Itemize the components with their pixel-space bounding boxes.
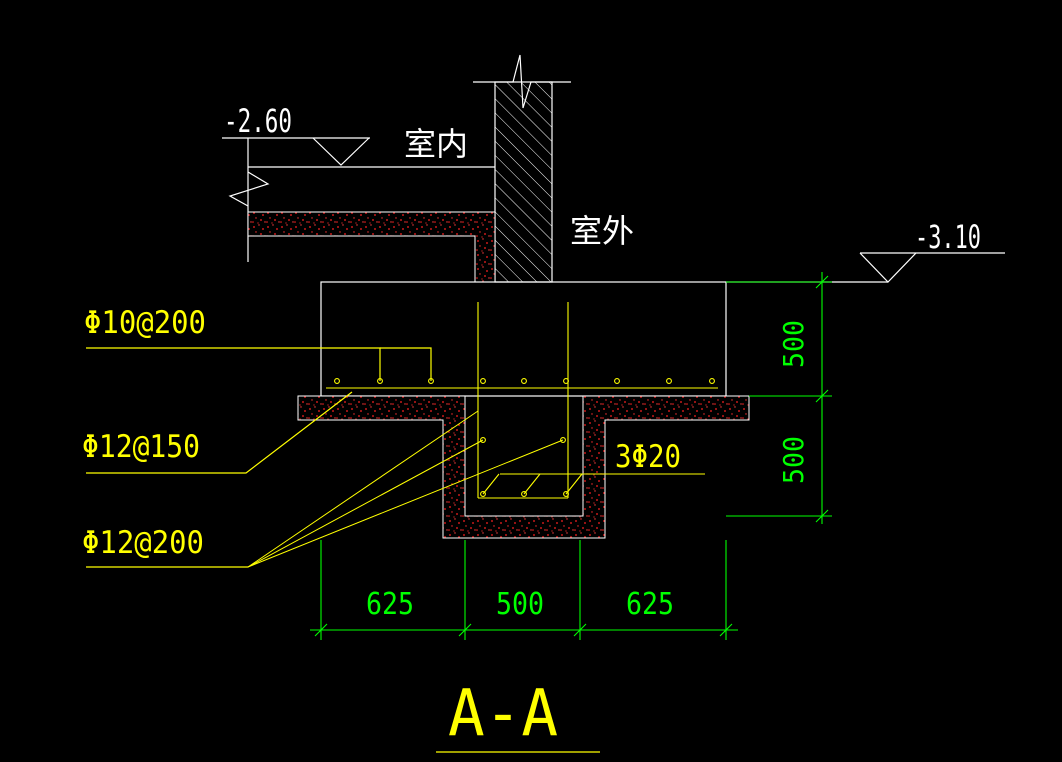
callout-bottom-mesh: Φ12@150 (82, 391, 353, 474)
section-title-group: A-A (436, 677, 600, 753)
outdoor-label: 室外 (570, 212, 634, 250)
vertical-dimensions (726, 272, 832, 524)
dim-width-left: 625 (366, 587, 414, 622)
wall-break-line (473, 54, 571, 109)
callout-phi12-150: Φ12@150 (82, 429, 200, 465)
callout-3phi20: 3Φ20 (615, 439, 681, 475)
callout-top-distribution: Φ10@200 (84, 305, 432, 381)
outdoor-level-marker: -3.10 (726, 218, 1005, 283)
rebar (326, 302, 718, 499)
indoor-label: 室内 (404, 125, 468, 163)
floor-break-line (228, 171, 270, 207)
indoor-level-marker: -2.60 室内 (222, 102, 468, 166)
wall (473, 54, 571, 283)
callout-phi12-200: Φ12@200 (82, 525, 204, 561)
floor-slab-concrete (247, 211, 496, 283)
dim-height-lower: 500 (777, 436, 810, 484)
callout-phi10-200: Φ10@200 (84, 305, 206, 341)
callout-longitudinal: 3Φ20 (500, 439, 705, 475)
dim-width-center: 500 (496, 587, 544, 622)
dim-width-right: 625 (626, 587, 674, 622)
outdoor-elevation-text: -3.10 (915, 218, 981, 256)
dim-height-upper: 500 (777, 320, 810, 368)
section-title: A-A (448, 677, 558, 751)
indoor-elevation-text: -2.60 (224, 102, 292, 140)
bedding-concrete (297, 395, 750, 539)
horizontal-dimensions (310, 540, 738, 640)
callout-stirrups: Φ12@200 (82, 410, 564, 568)
